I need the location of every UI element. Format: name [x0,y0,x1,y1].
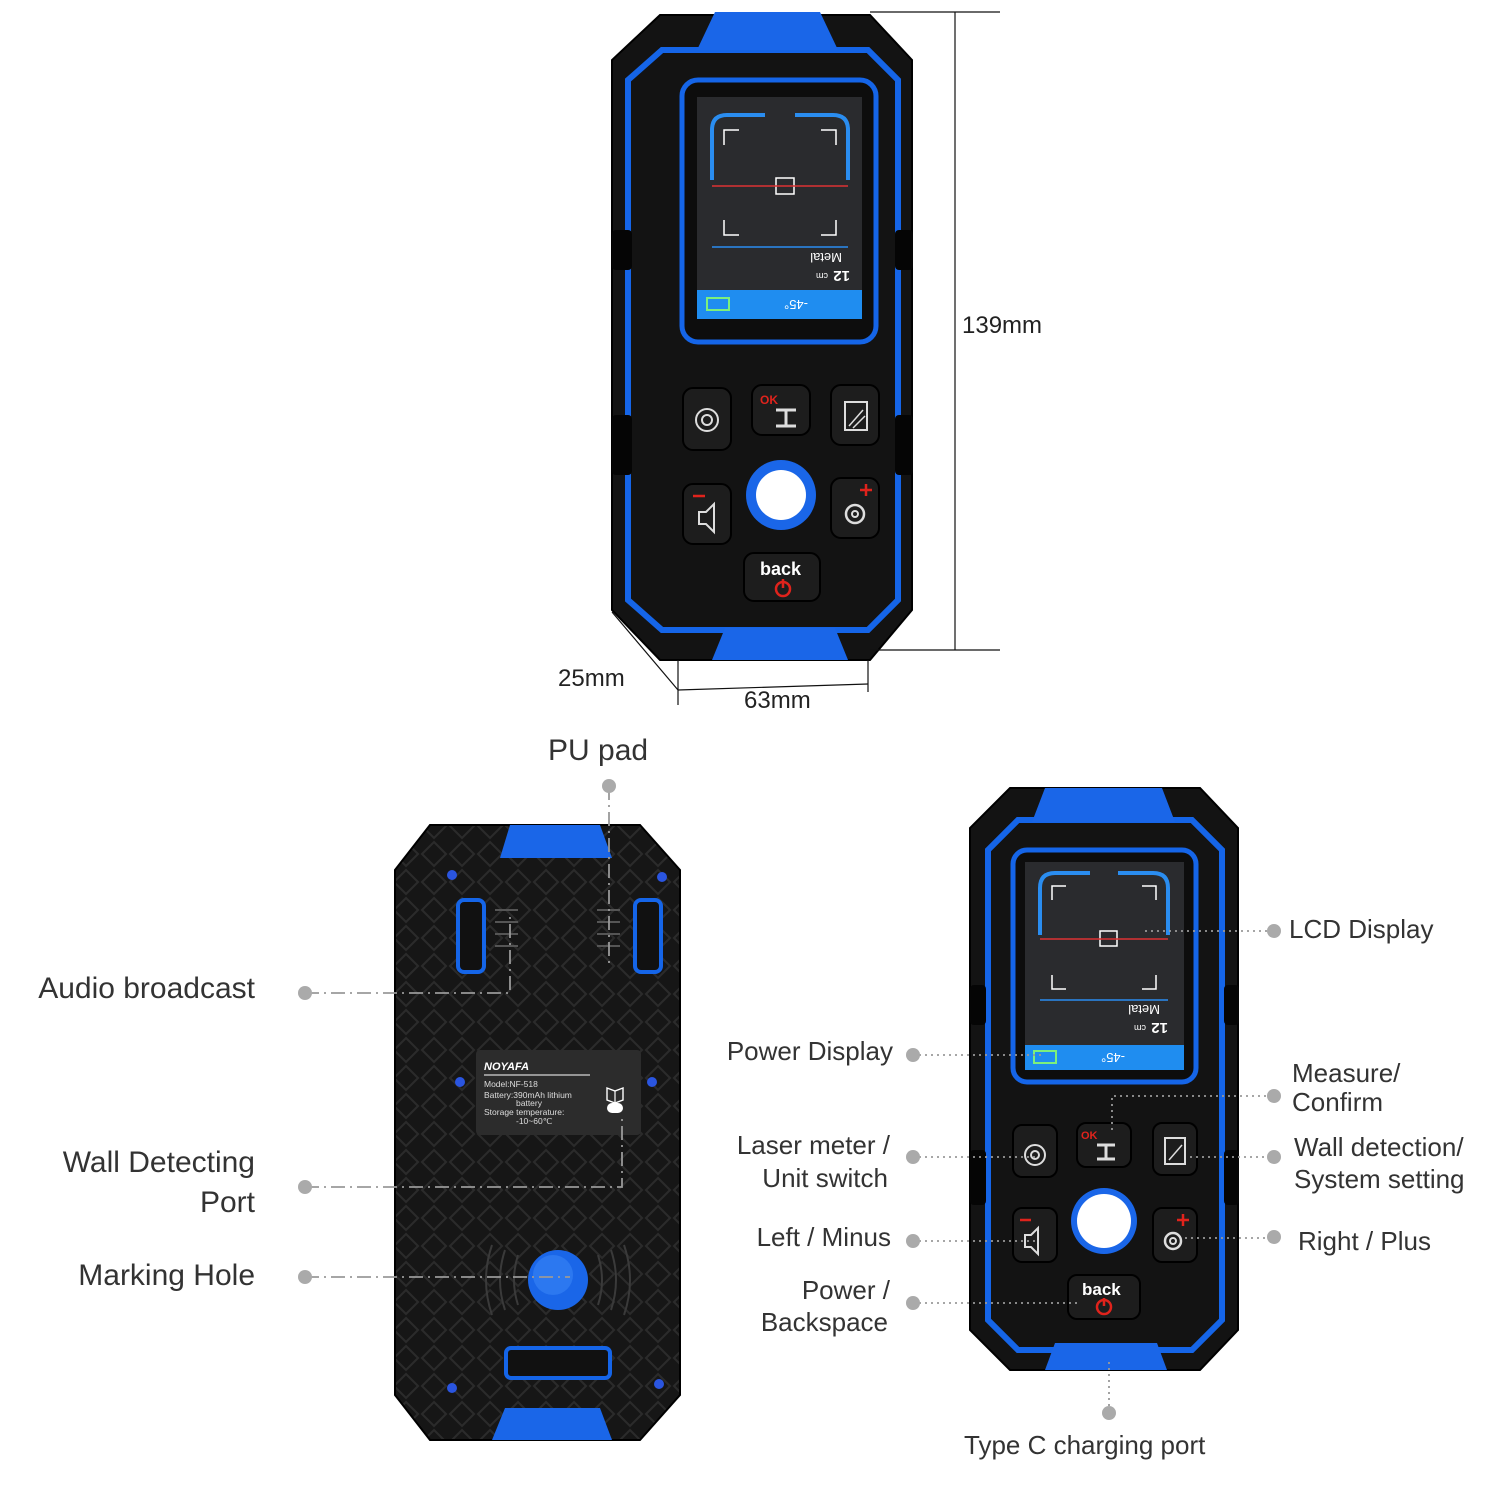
lcd-screen-2 [1025,862,1184,1070]
storage-text-1: Storage temperature: [484,1107,564,1117]
lcd-screen [697,97,862,319]
screen-distance: 12 [833,267,850,284]
screen-material-2: Metal [1128,1002,1160,1017]
laser-meter-label-1: Laser meter / [736,1130,890,1160]
lcd-display-label: LCD Display [1289,914,1434,944]
battery-text-2: battery [516,1098,543,1108]
wall-button[interactable] [830,384,880,446]
ok-text-2: OK [1081,1130,1098,1142]
wall-detecting-port-label-2: Port [199,1186,255,1219]
marking-hole-label: Marking Hole [78,1259,255,1292]
screen-material: Metal [810,250,842,265]
laser-button[interactable] [682,387,732,451]
back-button[interactable]: back [743,552,821,602]
left-minus-label: Left / Minus [756,1222,891,1252]
back-text-2: back [1082,1280,1121,1299]
leader-dots [298,779,1281,1420]
plus-button-2[interactable] [1152,1207,1198,1263]
laser-button-2[interactable] [1012,1124,1058,1178]
type-c-port-label: Type C charging port [964,1430,1206,1460]
minus-button-2[interactable] [1012,1207,1058,1263]
ok-button[interactable]: OK [751,384,811,436]
model-text: Model:NF-518 [484,1079,538,1089]
pu-pad-label: PU pad [548,734,649,767]
back-device: NOYAFA Model:NF-518 Battery:390mAh lithi… [394,824,681,1441]
wall-button-2[interactable] [1152,1122,1198,1176]
width-dimension: 63mm [744,687,811,714]
laser-meter-label-2: Unit switch [762,1163,888,1193]
wall-detecting-port-label-1: Wall Detecting [62,1146,255,1179]
depth-dimension: 25mm [558,665,625,692]
manual-icon [606,1086,624,1104]
power-backspace-label-1: Power / [801,1275,890,1305]
screen-angle-2: -45° [1101,1050,1125,1065]
label-plate [476,1050,641,1135]
front-device-dimensioned: Metal 12 cm -45° OK [611,12,913,661]
power-display-label: Power Display [726,1036,893,1066]
minus-button[interactable] [682,483,732,545]
battery-text-1: Battery:390mAh lithium [484,1090,572,1100]
screen-unit-2: cm [1134,1023,1146,1033]
measure-confirm-label-2: Confirm [1292,1087,1384,1117]
dimension-lines [611,11,1000,705]
wall-detecting-port [607,1103,623,1113]
ok-button-2[interactable]: OK [1076,1122,1132,1168]
marking-hole-front [746,460,816,530]
storage-text-2: -10~60℃ [516,1116,553,1126]
leader-lines [305,786,1274,1412]
bottom-bumper [712,628,848,660]
ok-text: OK [760,393,778,407]
back-button-2[interactable]: back [1067,1274,1141,1320]
back-top-bumper [500,825,612,858]
back-bottom-bumper [492,1408,612,1440]
screen-distance-2: 12 [1151,1019,1168,1036]
brand-text: NOYAFA [484,1061,529,1073]
top-bumper [697,12,838,50]
marking-hole-front-2 [1071,1188,1137,1254]
screen-angle: -45° [784,297,808,312]
measure-confirm-label-1: Measure/ [1292,1058,1401,1088]
back-text: back [760,559,802,579]
height-dimension: 139mm [962,312,1043,339]
audio-broadcast-label: Audio broadcast [38,972,255,1005]
front-device-labeled: Metal 12 cm -45° OK [969,787,1239,1371]
plus-button[interactable] [830,477,880,539]
right-plus-label: Right / Plus [1298,1226,1431,1256]
wall-detection-label-1: Wall detection/ [1294,1132,1464,1162]
wall-detection-label-2: System setting [1294,1164,1465,1194]
power-backspace-label-2: Backspace [760,1307,888,1337]
screen-unit: cm [816,271,828,281]
